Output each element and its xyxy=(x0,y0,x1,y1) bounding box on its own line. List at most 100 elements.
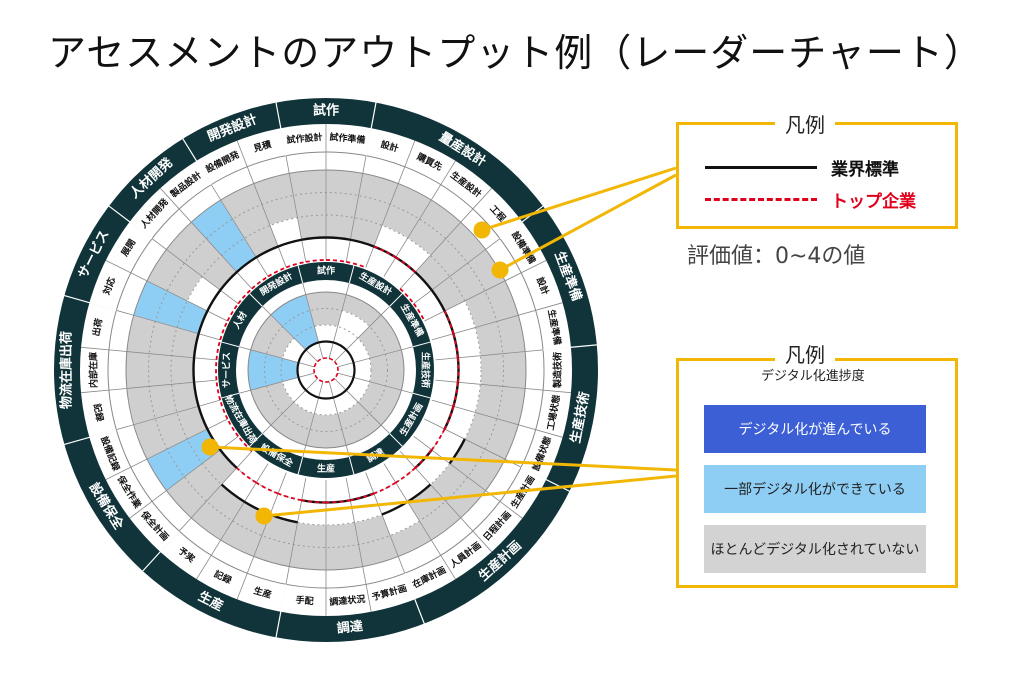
industry-standard-arc xyxy=(325,236,351,241)
top-company-line-sample xyxy=(705,198,817,201)
inner-category-label: 生産技術 xyxy=(420,352,432,388)
top-company-arc xyxy=(443,406,455,430)
category-label: 試作 xyxy=(313,103,339,119)
inner-item-divider xyxy=(262,306,318,362)
outer-item-label: 出荷 xyxy=(90,317,105,337)
level-advanced: デジタル化が進んでいる xyxy=(704,405,926,453)
category-divider xyxy=(365,102,377,156)
legend-levels-box: 凡例 デジタル化進捗度 デジタル化が進んでいる 一部デジタル化ができている ほと… xyxy=(676,339,958,588)
legend-lines-title: 凡例 xyxy=(775,109,835,138)
inner-top-arc xyxy=(328,357,336,363)
category-divider xyxy=(543,344,597,351)
industry-standard-arc xyxy=(255,245,279,259)
inner-item-divider xyxy=(328,381,350,458)
inner-category-label: 生産 xyxy=(317,463,335,475)
inner-item-divider xyxy=(238,372,315,394)
inner-category-divider xyxy=(297,265,304,284)
top-company-arc xyxy=(452,382,459,407)
inner-category-divider xyxy=(249,433,263,447)
industry-standard-arc xyxy=(206,289,222,312)
level-advanced-label: デジタル化が進んでいる xyxy=(738,422,892,438)
category-label: 物流在庫出荷 xyxy=(59,331,75,409)
top-company-arc xyxy=(237,288,253,305)
industry-standard-arc xyxy=(219,271,238,291)
legend-levels-title: 凡例 xyxy=(775,339,835,368)
outer-item-label: 試作設計 xyxy=(286,131,323,146)
category-divider xyxy=(275,102,287,156)
top-company-label: トップ企業 xyxy=(831,192,916,212)
inner-top-arc xyxy=(313,372,319,380)
industry-standard-arc xyxy=(220,483,246,503)
outer-item-label: 手配 xyxy=(295,594,314,608)
inner-item-divider xyxy=(302,282,324,359)
inner-industry-arc xyxy=(352,362,356,378)
industry-standard-label: 業界標準 xyxy=(831,160,899,180)
top-company-arc xyxy=(285,260,306,269)
level-minimal-label: ほとんどデジタル化されていない xyxy=(710,542,920,558)
industry-standard-arc xyxy=(350,238,375,248)
inner-item-divider xyxy=(337,372,414,394)
inner-industry-arc xyxy=(345,349,355,363)
industry-standard-arc xyxy=(192,333,200,358)
inner-industry-arc xyxy=(297,377,307,391)
inner-top-arc xyxy=(316,357,324,363)
top-company-arc xyxy=(457,357,460,383)
legend-industry-row: 業界標準 xyxy=(705,155,899,180)
category-divider xyxy=(108,205,153,240)
industry-standard-arc xyxy=(235,256,257,273)
outer-item-label: 試作準備 xyxy=(329,131,366,146)
inner-category-label: サービス xyxy=(221,352,233,388)
inner-top-arc xyxy=(333,360,339,368)
category-divider xyxy=(142,530,180,572)
top-company-arc xyxy=(226,303,239,322)
inner-item-divider xyxy=(334,306,390,362)
category-divider xyxy=(275,584,287,638)
category-divider xyxy=(404,573,425,624)
inner-industry-arc xyxy=(318,340,334,344)
inner-category-divider xyxy=(412,392,431,399)
industry-standard-arc xyxy=(197,405,209,430)
top-company-arc xyxy=(219,320,229,341)
industry-standard-line-sample xyxy=(705,166,817,169)
inner-industry-arc xyxy=(297,349,307,363)
score-range-note: 評価値：0~4の値 xyxy=(687,244,866,269)
top-company-arc xyxy=(346,260,367,269)
inner-category-divider xyxy=(389,433,403,447)
inner-industry-arc xyxy=(305,389,319,399)
industry-standard-arc xyxy=(197,310,209,335)
top-company-arc xyxy=(305,259,327,263)
inner-top-arc xyxy=(333,372,339,380)
level-partial-label: 一部デジタル化ができている xyxy=(724,482,906,498)
inner-industry-arc xyxy=(345,377,355,391)
industry-standard-arc xyxy=(192,382,200,407)
inner-category-divider xyxy=(389,293,403,307)
top-company-arc xyxy=(219,399,229,420)
inner-category-label: 試作 xyxy=(317,265,335,277)
category-divider xyxy=(64,294,117,311)
top-company-arc xyxy=(399,288,415,305)
inner-item-divider xyxy=(262,378,318,434)
radar-chart: 試作設計試作準備設計購買先生産設計工程設備準備設計生産準備製造技術工場状態設備状… xyxy=(54,98,598,642)
inner-item-divider xyxy=(337,346,414,368)
inner-industry-arc xyxy=(333,389,347,399)
top-company-arc xyxy=(226,418,239,437)
inner-industry-arc xyxy=(333,341,347,351)
industry-standard-arc xyxy=(192,357,196,383)
inner-category-divider xyxy=(412,341,431,348)
level-minimal: ほとんどデジタル化されていない xyxy=(704,525,926,573)
inner-category-divider xyxy=(221,392,240,399)
top-company-arc xyxy=(215,380,222,401)
legend-lines-box: 凡例 業界標準 トップ企業 xyxy=(676,109,958,229)
top-company-arc xyxy=(452,333,459,358)
outer-item-label: 調達状況 xyxy=(329,593,366,608)
top-company-arc xyxy=(373,245,397,259)
category-divider xyxy=(182,138,212,185)
outer-item-label: 製造技術 xyxy=(552,352,564,389)
outer-item-label: 内部在庫 xyxy=(88,352,100,388)
top-company-arc xyxy=(413,303,426,322)
top-company-arc xyxy=(251,275,269,290)
top-company-arc xyxy=(215,339,222,360)
inner-item-divider xyxy=(238,346,315,368)
inner-industry-arc xyxy=(318,396,334,400)
legend-levels-subtitle: デジタル化進捗度 xyxy=(751,365,875,384)
